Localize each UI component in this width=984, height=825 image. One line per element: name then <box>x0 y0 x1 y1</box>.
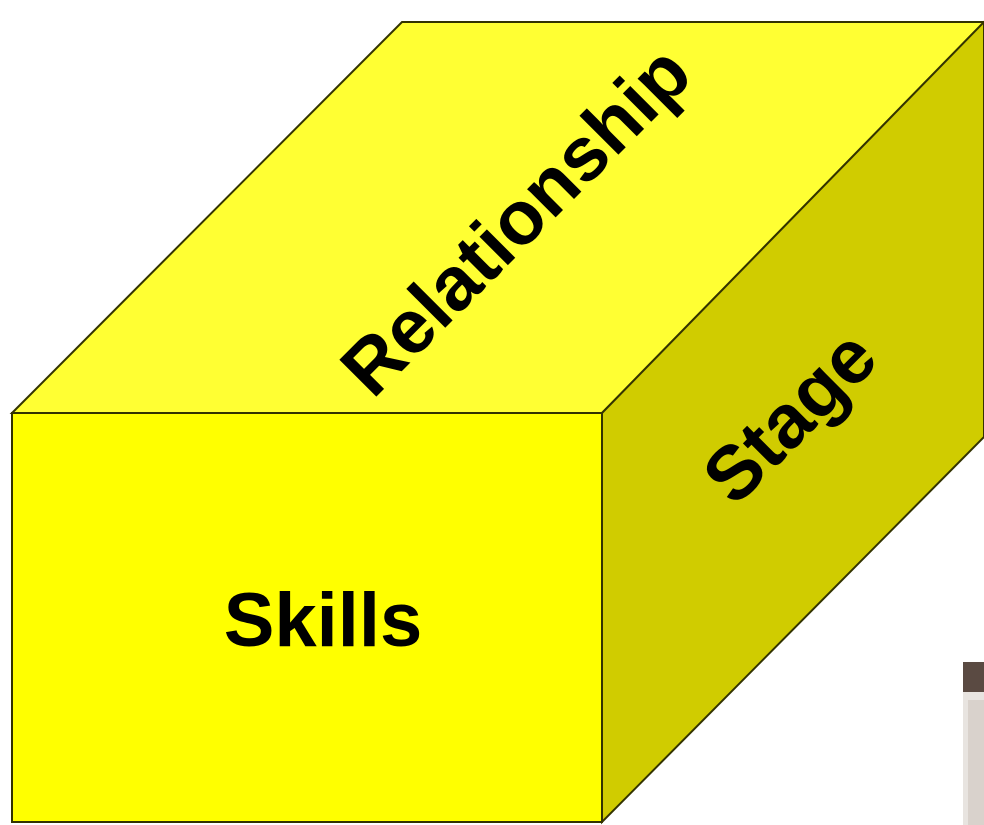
front-label: Skills <box>224 578 423 663</box>
photo-thumbnail-edge <box>963 662 984 825</box>
cube-front-face <box>11 412 603 823</box>
